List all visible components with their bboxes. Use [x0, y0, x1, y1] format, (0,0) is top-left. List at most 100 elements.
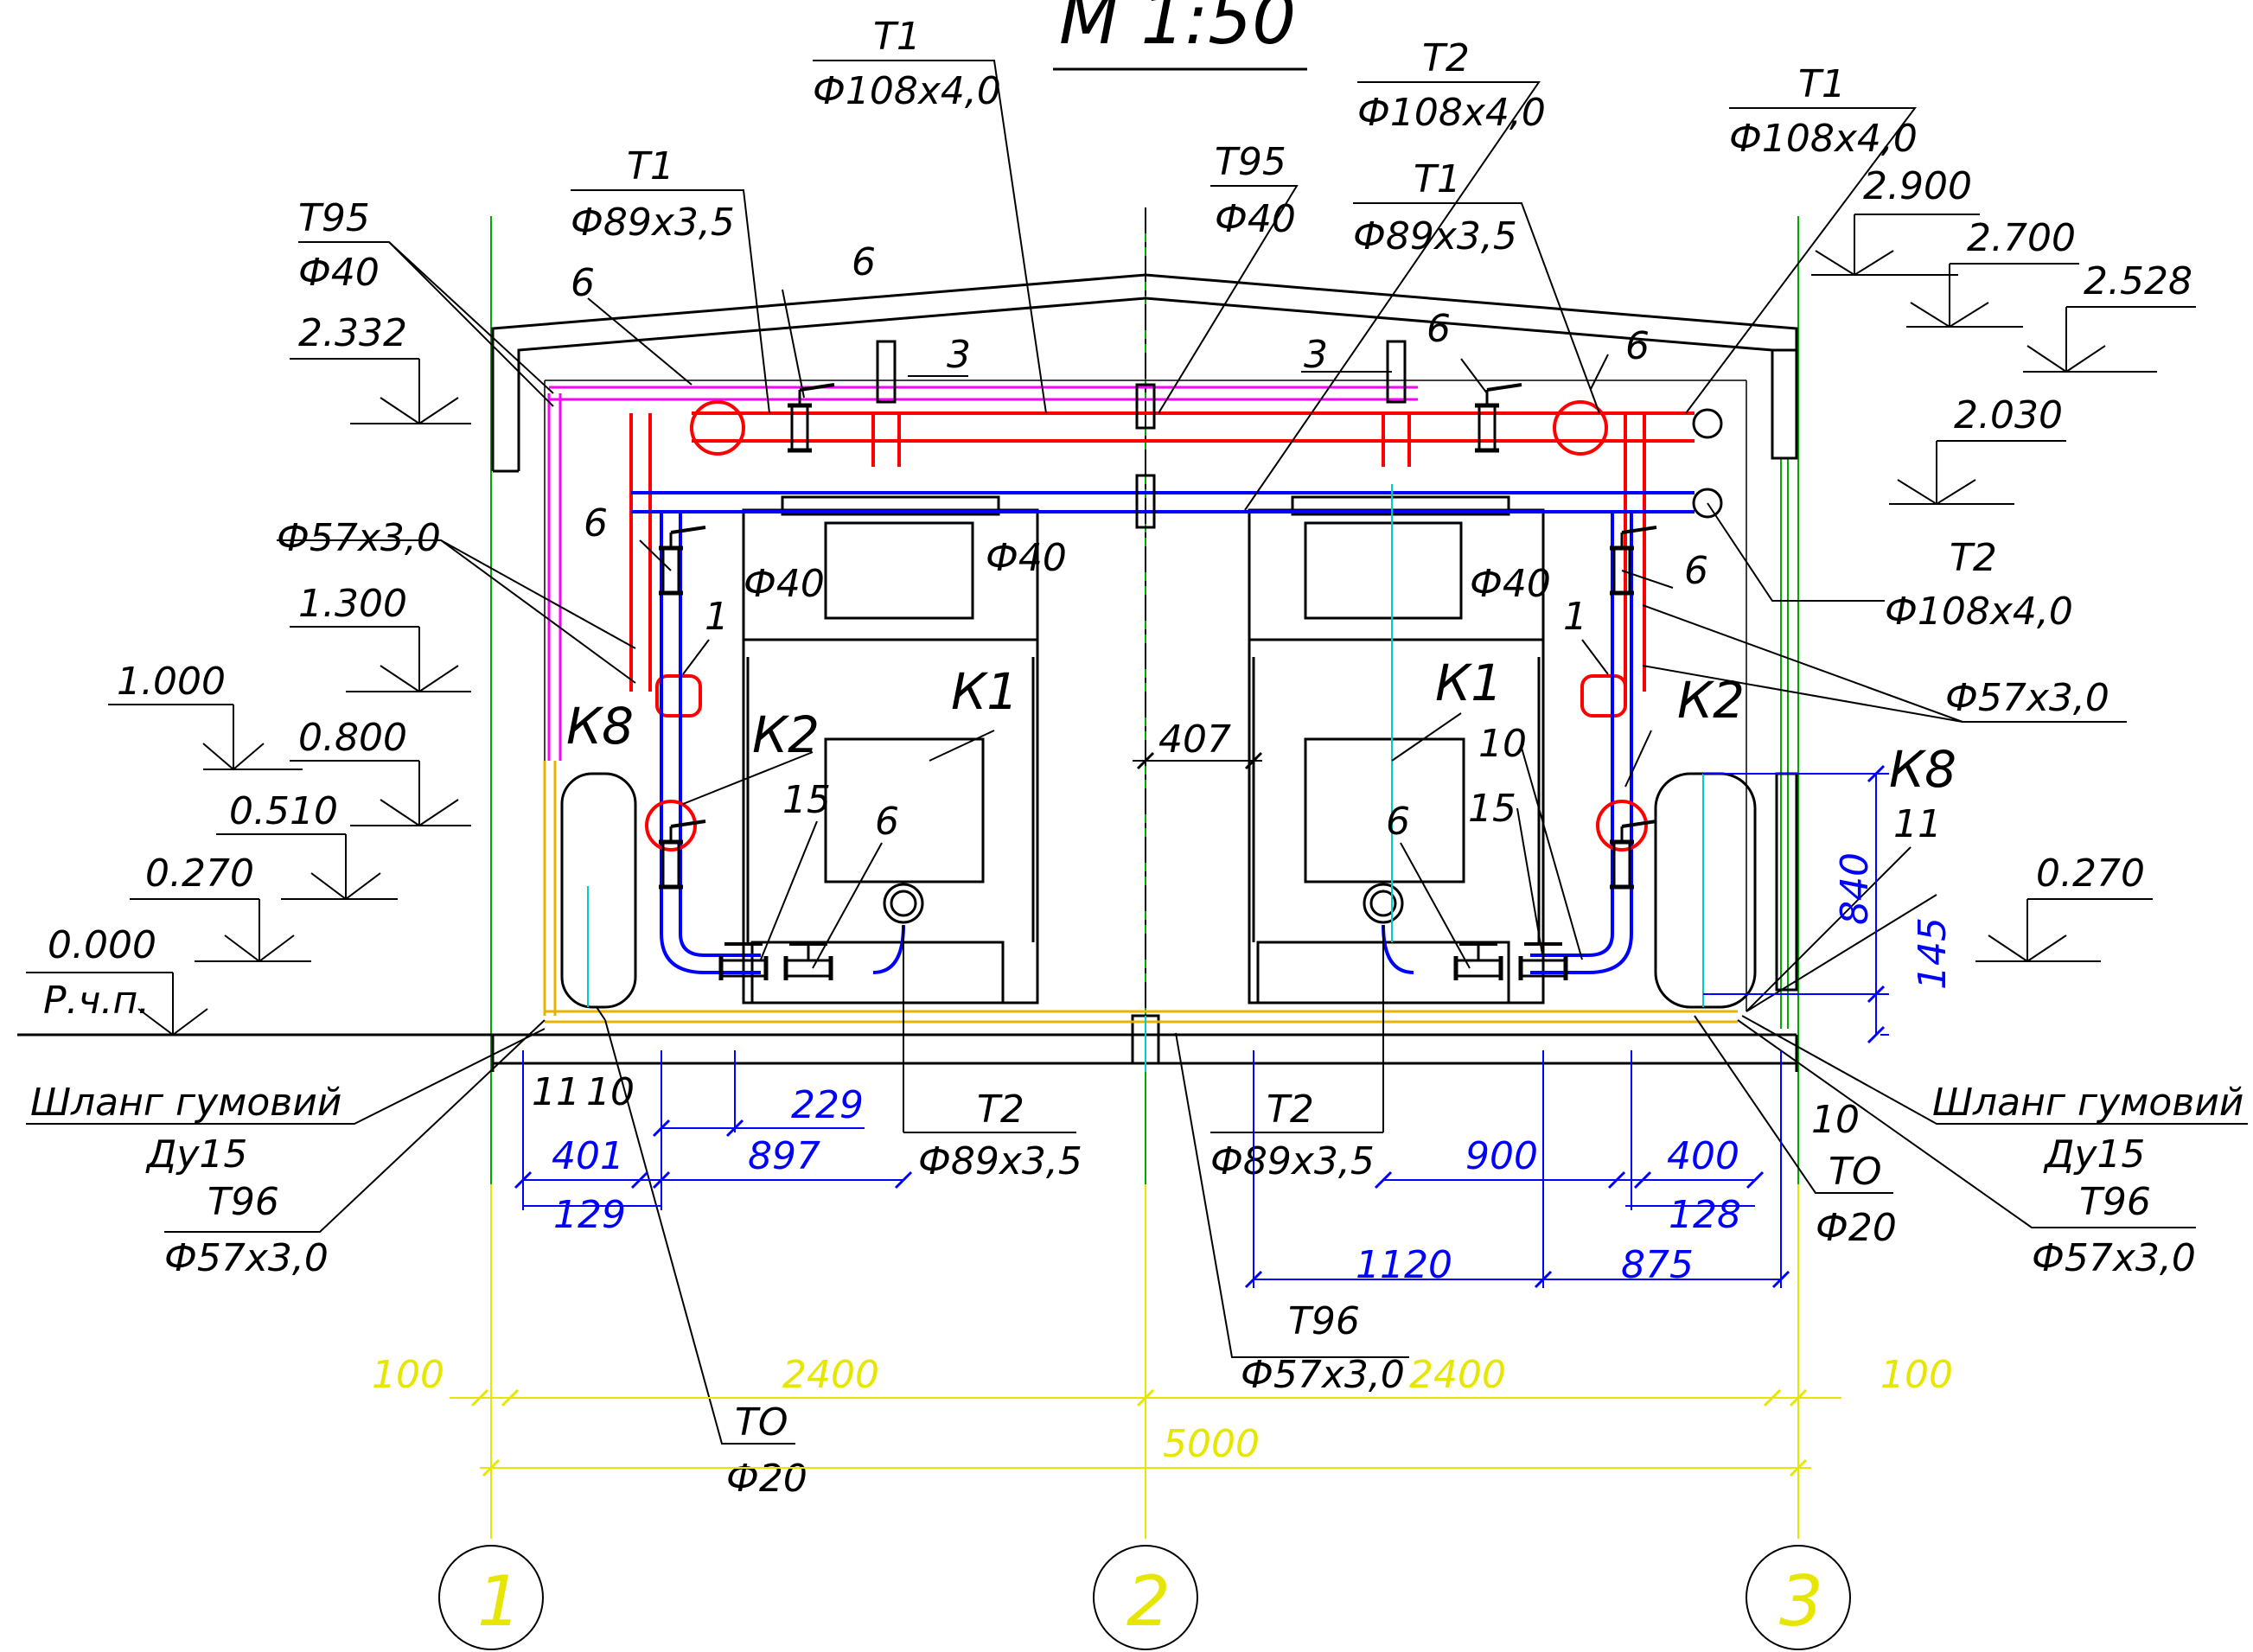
mark-15-b: 15: [1468, 787, 1516, 831]
leader-t96-mid-line2: Ф57х3,0: [1241, 1353, 1405, 1397]
leader-t1-right: Т1 Ф89х3,5: [1353, 157, 1517, 258]
mark-1-a: 1: [705, 595, 729, 639]
dim-407: 407: [1133, 718, 1263, 770]
mark-15-a: 15: [782, 778, 831, 822]
expansion-tank-right: [1654, 772, 1757, 1009]
unit-k2-left: К2: [752, 705, 820, 764]
level-0800: 0.800: [298, 716, 407, 760]
level-2332: 2.332: [298, 311, 407, 355]
levels-right-text: 2.900 2.700 2.528 2.030 0.270: [1863, 164, 2192, 896]
leader-t2-top-line1: Т2: [1422, 36, 1470, 80]
axis-bubbles: 1 2 3: [438, 1545, 1851, 1650]
mark-11-b: 11: [532, 1070, 580, 1114]
leader-t96-mid-line1: Т96: [1288, 1299, 1360, 1343]
drain-pipe: [543, 761, 1738, 1024]
leader-t2-bottom-left: Т2 Ф89х3,5: [903, 925, 1082, 1183]
leader-t96-left-line1: Т96: [207, 1180, 279, 1224]
level-0270-right: 0.270: [2036, 852, 2145, 896]
leader-t2-bottom-right-line1: Т2: [1267, 1088, 1314, 1132]
leader-t2-bottom-right-line2: Ф89х3,5: [1210, 1139, 1375, 1183]
leader-t1-right-line2: Ф89х3,5: [1353, 214, 1517, 258]
leader-t2-bottom-left-line1: Т2: [977, 1088, 1024, 1132]
scale-title-text: М 1:50: [1059, 0, 1296, 60]
leader-hose-left: Шланг гумовий Ду15: [26, 1028, 546, 1177]
leader-t2-right-line1: Т2: [1950, 536, 1997, 580]
dim-2400-left: 2400: [782, 1353, 879, 1397]
leader-t2-right-line2: Ф108х4,0: [1885, 590, 2073, 634]
levels-left: [26, 358, 471, 1036]
level-2030: 2.030: [1954, 393, 2063, 437]
dim-129: 129: [553, 1193, 626, 1237]
dim-1120: 1120: [1356, 1243, 1452, 1287]
leader-d40-b: Ф40: [986, 536, 1067, 580]
mark-6-c: 6: [1426, 307, 1451, 351]
dim-5000: 5000: [1163, 1422, 1260, 1466]
level-0000: 0.000: [48, 923, 156, 967]
axis-label-1: 1: [477, 1561, 521, 1642]
leader-to-right-line2: Ф20: [1816, 1206, 1897, 1250]
dim-229: 229: [791, 1083, 864, 1127]
axis-extensions: [490, 1184, 1799, 1539]
leader-t1-right-top-line1: Т1: [1798, 62, 1846, 106]
level-1000: 1.000: [117, 660, 226, 704]
leader-t96-right-line1: Т96: [2079, 1180, 2151, 1224]
leader-t95-mid: Т95 Ф40: [1215, 140, 1296, 241]
unit-k8-left: К8: [566, 697, 634, 756]
mark-6-d: 6: [1625, 324, 1650, 368]
makeup-pipe: [547, 386, 1418, 761]
leader-to-right: ТО Ф20: [1694, 1015, 1897, 1250]
axis-bubble-1: 1: [438, 1545, 544, 1650]
unit-k8-right: К8: [1889, 740, 1956, 799]
leader-t1-left-line2: Ф89х3,5: [571, 201, 735, 245]
dim-400: 400: [1667, 1134, 1739, 1178]
level-1300: 1.300: [298, 582, 407, 626]
expansion-tank-left: [560, 772, 637, 1009]
leader-t1-left-line1: Т1: [627, 144, 674, 188]
leader-t96-left: Т96 Ф57х3,0: [164, 1019, 546, 1280]
blue-dimension-lines: [522, 773, 1889, 1288]
leader-t2-right: Т2 Ф108х4,0: [1885, 536, 2073, 634]
mark-1-b: 1: [1563, 595, 1587, 639]
dim-128: 128: [1669, 1193, 1741, 1237]
mark-10-c: 10: [1811, 1098, 1860, 1142]
valves: [659, 340, 1656, 980]
dim-100-right: 100: [1880, 1353, 1953, 1397]
level-2900: 2.900: [1863, 164, 1972, 208]
leader-t95-mid-line2: Ф40: [1215, 197, 1296, 241]
blue-dimension-text: 229 401 897 129 900 400 128 1120 875 840…: [552, 852, 1955, 1287]
leader-d57-right: Ф57х3,0: [1945, 676, 2109, 720]
dim-2400-right: 2400: [1409, 1353, 1506, 1397]
leader-t2-top: Т2 Ф108х4,0: [1357, 36, 1546, 135]
leader-d40-c: Ф40: [1470, 562, 1551, 606]
mark-3-a: 3: [947, 333, 971, 377]
leader-d57-left: Ф57х3,0: [277, 516, 441, 560]
leader-t95-mid-line1: Т95: [1215, 140, 1286, 184]
dim-900: 900: [1465, 1134, 1538, 1178]
leader-t1-top: Т1 Ф108х4,0: [813, 15, 1001, 113]
mark-6-f: 6: [1684, 549, 1708, 593]
level-0270: 0.270: [145, 852, 254, 896]
levels-left-text: 2.332 1.300 1.000 0.800 0.510 0.270 0.00…: [43, 311, 407, 1023]
mark-6-h: 6: [1386, 800, 1410, 844]
leader-t96-mid: Т96 Ф57х3,0: [1175, 1032, 1409, 1397]
leader-t1-top-line1: Т1: [873, 15, 921, 59]
unit-labels: К1 К1 К2 К2 К8 К8: [566, 654, 1956, 799]
leader-hose-right-line2: Ду15: [2043, 1132, 2145, 1177]
leader-hose-right-line1: Шланг гумовий: [1932, 1081, 2243, 1125]
level-rchp: Р.ч.п.: [43, 979, 150, 1023]
axis-bubble-2: 2: [1093, 1545, 1198, 1650]
leader-t95-left-line2: Ф40: [298, 251, 380, 295]
mark-11-a: 11: [1893, 802, 1942, 846]
scale-title: М 1:50: [1053, 0, 1307, 71]
unit-k1-right: К1: [1435, 654, 1503, 712]
leader-t2-bottom-left-line2: Ф89х3,5: [918, 1139, 1082, 1183]
mark-6-b: 6: [852, 240, 876, 284]
axis-label-3: 3: [1779, 1561, 1823, 1642]
mark-3-b: 3: [1304, 333, 1328, 377]
leader-t96-left-line2: Ф57х3,0: [164, 1236, 329, 1280]
leader-to-mid: ТО Ф20: [604, 1019, 807, 1501]
marks-text: 6 6 3 3 6 6 6 6 1 1 15 15 6 6 10 11 11 1…: [532, 240, 1942, 1142]
leader-hose-left-line1: Шланг гумовий: [30, 1081, 341, 1125]
leader-t96-right: Т96 Ф57х3,0: [1737, 1019, 2196, 1280]
